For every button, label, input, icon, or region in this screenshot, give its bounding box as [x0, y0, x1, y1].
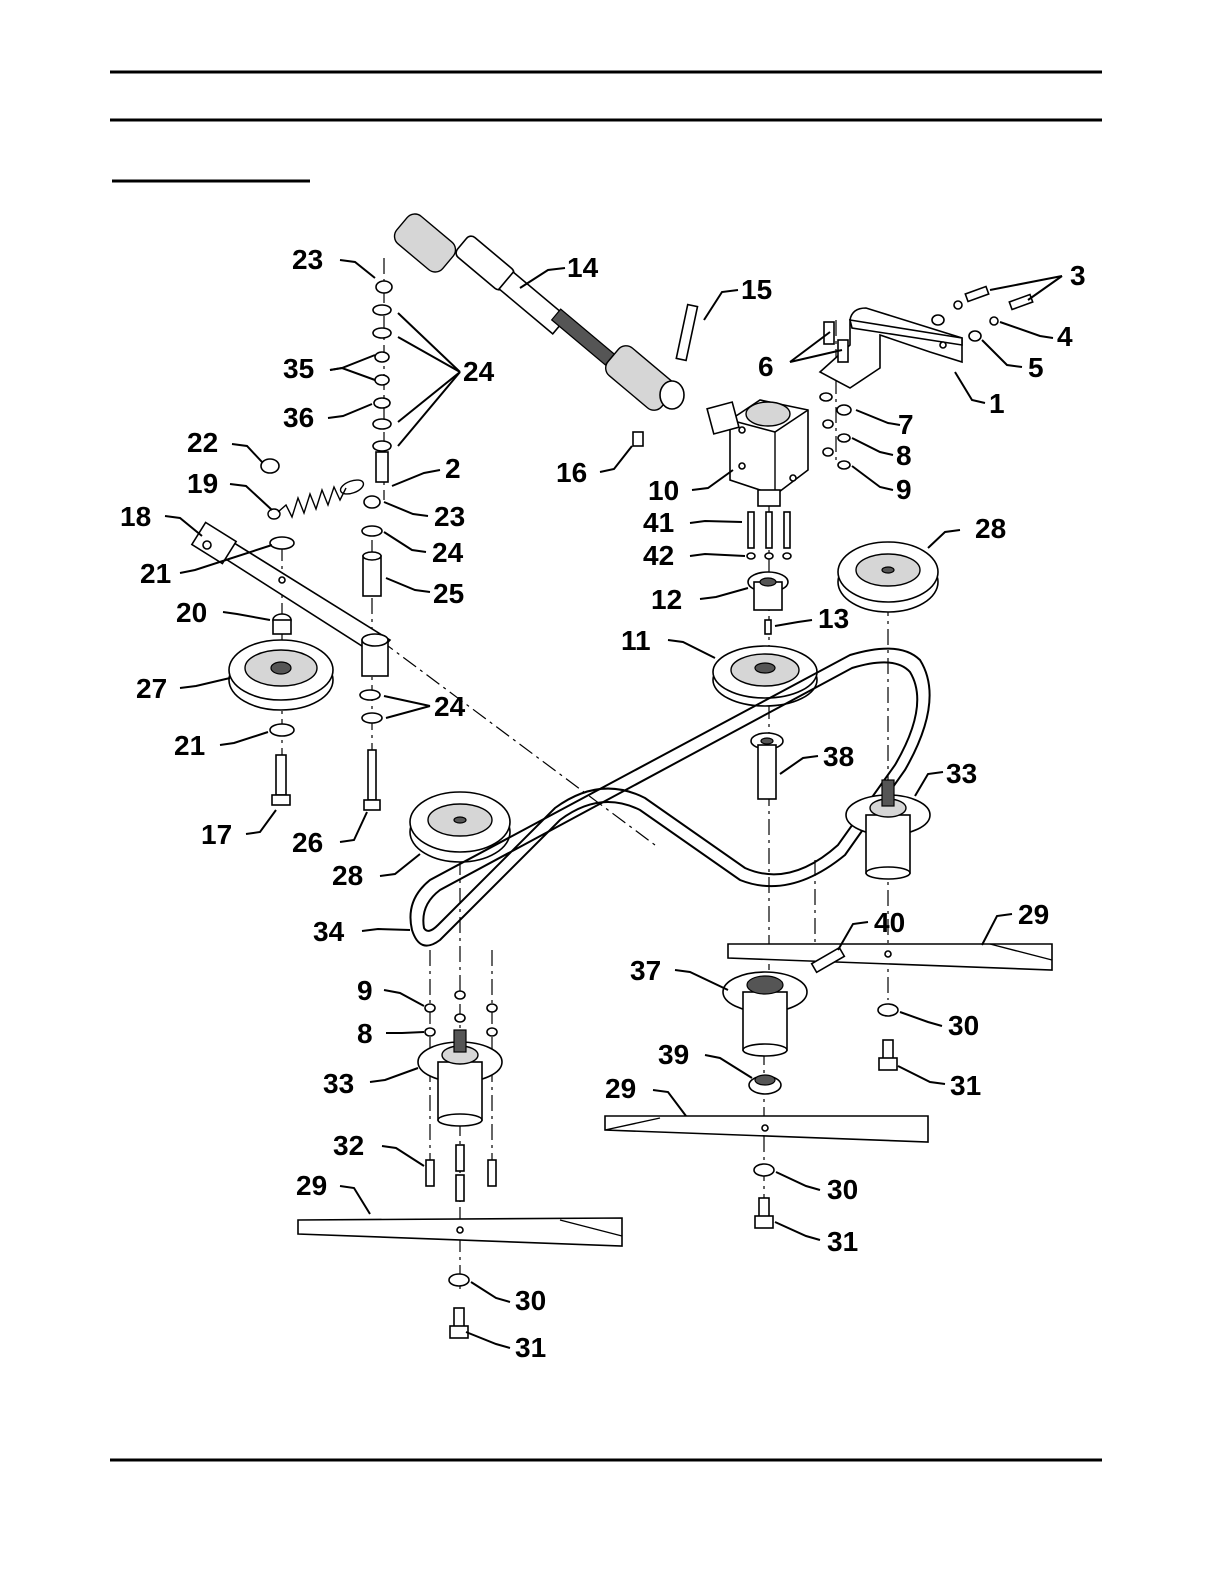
callout-30: 30	[827, 1174, 858, 1205]
nut-22	[261, 459, 279, 473]
callout-9: 9	[896, 474, 912, 505]
callout-37: 37	[630, 955, 661, 986]
callout-35: 35	[283, 353, 314, 384]
idler-hardware-stack	[362, 281, 392, 596]
callout-23: 23	[434, 501, 465, 532]
callout-9: 9	[357, 975, 373, 1006]
spindle-pulley-left	[410, 792, 510, 862]
callout-33: 33	[323, 1068, 354, 1099]
callout-32: 32	[333, 1130, 364, 1161]
callout-8: 8	[896, 440, 912, 471]
spindle-pulley-right	[838, 542, 938, 612]
callout-18: 18	[120, 501, 151, 532]
callout-26: 26	[292, 827, 323, 858]
gearbox	[707, 400, 808, 506]
callout-4: 4	[1057, 321, 1073, 352]
callout-7: 7	[898, 409, 914, 440]
callout-30: 30	[948, 1010, 979, 1041]
callout-28: 28	[332, 860, 363, 891]
callout-28: 28	[975, 513, 1006, 544]
callout-33: 33	[946, 758, 977, 789]
callout-11: 11	[621, 625, 651, 656]
callout-13: 13	[818, 603, 849, 634]
callout-40: 40	[874, 907, 905, 938]
callout-24: 24	[434, 691, 466, 722]
spindle-center	[723, 972, 807, 1056]
callout-24: 24	[463, 356, 495, 387]
callout-31: 31	[827, 1226, 858, 1257]
callout-31: 31	[950, 1070, 981, 1101]
callout-31: 31	[515, 1332, 546, 1363]
callout-36: 36	[283, 402, 314, 433]
callout-17: 17	[201, 819, 232, 850]
callout-21: 21	[140, 558, 171, 589]
callout-29: 29	[296, 1170, 327, 1201]
pin-15	[676, 305, 697, 361]
callout-27: 27	[136, 673, 167, 704]
callout-29: 29	[605, 1073, 636, 1104]
hub-12	[748, 572, 788, 610]
bolt-16	[633, 432, 643, 446]
idler-spring	[268, 477, 365, 519]
callout-10: 10	[648, 475, 679, 506]
blade-center	[605, 1116, 928, 1142]
callout-12: 12	[651, 584, 682, 615]
pto-drive-shaft	[390, 210, 684, 414]
callout-3: 3	[1070, 260, 1086, 291]
drive-pulley	[713, 646, 817, 706]
callout-labels: 23 14 15 3 4 5 6 1 35 24 36 7 8 9 22 2 1…	[120, 244, 1086, 1363]
callout-5: 5	[1028, 352, 1044, 383]
callout-24: 24	[432, 537, 464, 568]
callout-34: 34	[313, 916, 345, 947]
spindle-shaft-38	[751, 733, 783, 799]
callout-25: 25	[433, 578, 464, 609]
callout-1: 1	[989, 388, 1005, 419]
callout-29: 29	[1018, 899, 1049, 930]
callout-20: 20	[176, 597, 207, 628]
callout-14: 14	[567, 252, 599, 283]
callout-41: 41	[643, 507, 674, 538]
key-13	[765, 620, 771, 634]
blade-right	[728, 944, 1052, 970]
callout-19: 19	[187, 468, 218, 499]
callout-42: 42	[643, 540, 674, 571]
callout-15: 15	[741, 274, 772, 305]
callout-23: 23	[292, 244, 323, 275]
callout-38: 38	[823, 741, 854, 772]
callout-22: 22	[187, 427, 218, 458]
callout-39: 39	[658, 1039, 689, 1070]
callout-16: 16	[556, 457, 587, 488]
callout-8: 8	[357, 1018, 373, 1049]
callout-6: 6	[758, 351, 774, 382]
callout-21: 21	[174, 730, 205, 761]
idler-pulley	[229, 640, 333, 710]
callout-2: 2	[445, 453, 461, 484]
spindle-right	[846, 780, 930, 879]
bushing-39	[749, 1075, 781, 1094]
callout-30: 30	[515, 1285, 546, 1316]
